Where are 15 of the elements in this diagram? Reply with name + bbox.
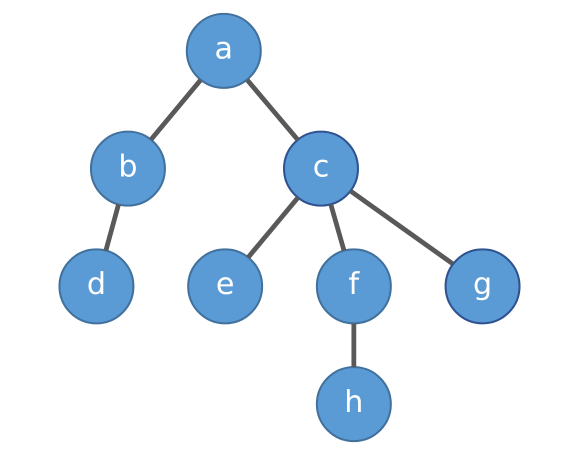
node-circle: f	[315, 248, 392, 324]
connector	[148, 78, 202, 142]
connector	[350, 324, 356, 368]
connector	[244, 78, 299, 142]
connector	[103, 204, 120, 252]
node-circle: e	[186, 248, 263, 324]
node-circle: d	[58, 248, 134, 324]
node-circle: c	[282, 130, 358, 207]
connector	[348, 189, 454, 266]
node-circle: g	[444, 248, 520, 324]
connector	[246, 196, 300, 259]
node-circle: a	[185, 12, 262, 89]
node-circle: h	[315, 366, 392, 442]
connector	[328, 204, 346, 252]
node-circle: b	[89, 130, 166, 207]
